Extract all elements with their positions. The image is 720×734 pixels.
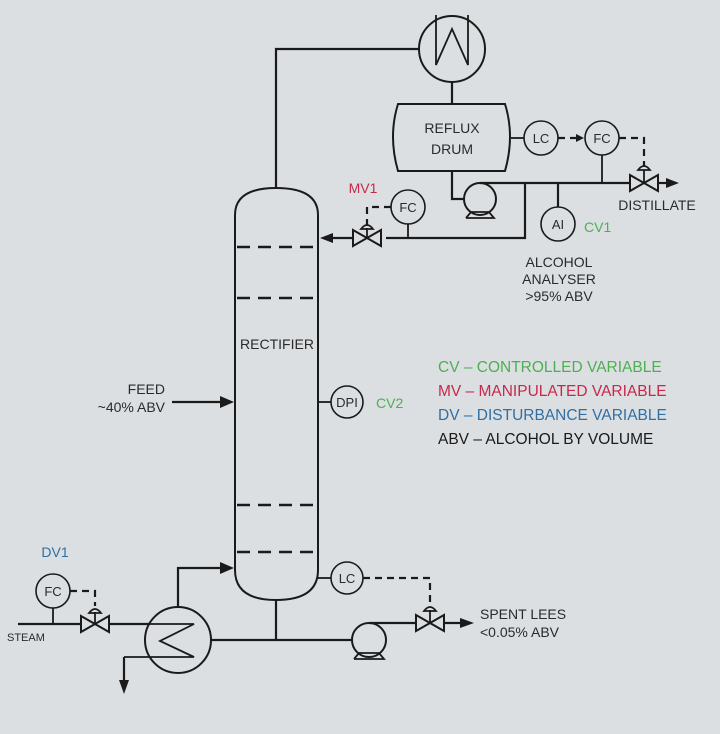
dv1-tag: DV1 (41, 544, 68, 560)
distillate-arrow-icon (666, 178, 679, 188)
analyser-label-3: >95% ABV (525, 288, 593, 304)
spent-lees-label-1: SPENT LEES (480, 606, 566, 622)
spent-lees-control-valve[interactable] (415, 606, 445, 633)
steam-flow-controller[interactable]: FC (35, 573, 71, 609)
reflux-pump-icon (463, 182, 497, 219)
reflux-fc-valve-signal (365, 205, 391, 226)
distillate-flow-controller[interactable]: FC (584, 120, 620, 156)
reflux-flow-controller[interactable]: FC (390, 189, 426, 225)
svg-text:FC: FC (399, 200, 416, 215)
svg-text:LC: LC (339, 571, 356, 586)
distillate-control-valve[interactable] (629, 165, 659, 193)
legend: CV – CONTROLLED VARIABLE MV – MANIPULATE… (438, 359, 667, 448)
steam-label: STEAM (7, 632, 45, 644)
reflux-drum-label-2: DRUM (431, 141, 473, 157)
reflux-return-line (386, 183, 527, 240)
vapour-arrow-icon (220, 562, 234, 574)
feed-label-2: ~40% ABV (98, 399, 166, 415)
mv1-tag: MV1 (349, 180, 378, 196)
reflux-control-valve[interactable] (352, 224, 382, 248)
bottoms-lc-valve-signal (363, 576, 432, 606)
svg-text:DPI: DPI (336, 395, 358, 410)
reflux-drum-label-1: REFLUX (424, 120, 480, 136)
svg-text:AI: AI (552, 217, 564, 232)
bottoms-pump-icon (351, 622, 387, 660)
legend-cv: CV – CONTROLLED VARIABLE (438, 359, 662, 376)
reflux-drum-level-controller[interactable]: LC (523, 120, 559, 156)
bottoms-level-controller[interactable]: LC (330, 561, 364, 595)
feed-label-1: FEED (128, 381, 165, 397)
svg-text:LC: LC (533, 131, 550, 146)
reflux-arrow-icon (320, 233, 333, 243)
steam-control-valve[interactable] (80, 608, 110, 634)
steam-fc-valve-signal (70, 589, 97, 606)
column-label: RECTIFIER (240, 336, 314, 352)
svg-text:FC: FC (44, 584, 61, 599)
spent-lees-label-2: <0.05% ABV (480, 624, 560, 640)
differential-pressure-indicator[interactable]: DPI (330, 385, 364, 419)
fc-valve-signal (619, 136, 646, 166)
reboiler-icon (124, 606, 212, 674)
alcohol-analyser[interactable]: AI (540, 206, 576, 242)
condensate-arrow-icon (119, 680, 129, 694)
cv1-tag: CV1 (584, 219, 611, 235)
legend-abv: ABV – ALCOHOL BY VOLUME (438, 431, 653, 448)
legend-dv: DV – DISTURBANCE VARIABLE (438, 407, 667, 424)
reflux-drum: REFLUX DRUM (392, 103, 511, 172)
legend-mv: MV – MANIPULATED VARIABLE (438, 383, 667, 400)
analyser-label-2: ANALYSER (522, 271, 596, 287)
signal-arrow-icon (576, 134, 584, 142)
svg-text:FC: FC (593, 131, 610, 146)
feed-arrow-icon (220, 396, 234, 408)
rectifier-column: RECTIFIER (234, 186, 319, 602)
cv2-tag: CV2 (376, 395, 403, 411)
condenser-icon (418, 15, 486, 83)
reboiler-vapour-return (176, 566, 222, 607)
distillate-label: DISTILLATE (618, 197, 696, 213)
overhead-vapour-line (274, 47, 419, 188)
analyser-label-1: ALCOHOL (526, 254, 593, 270)
spent-lees-arrow-icon (460, 618, 474, 628)
